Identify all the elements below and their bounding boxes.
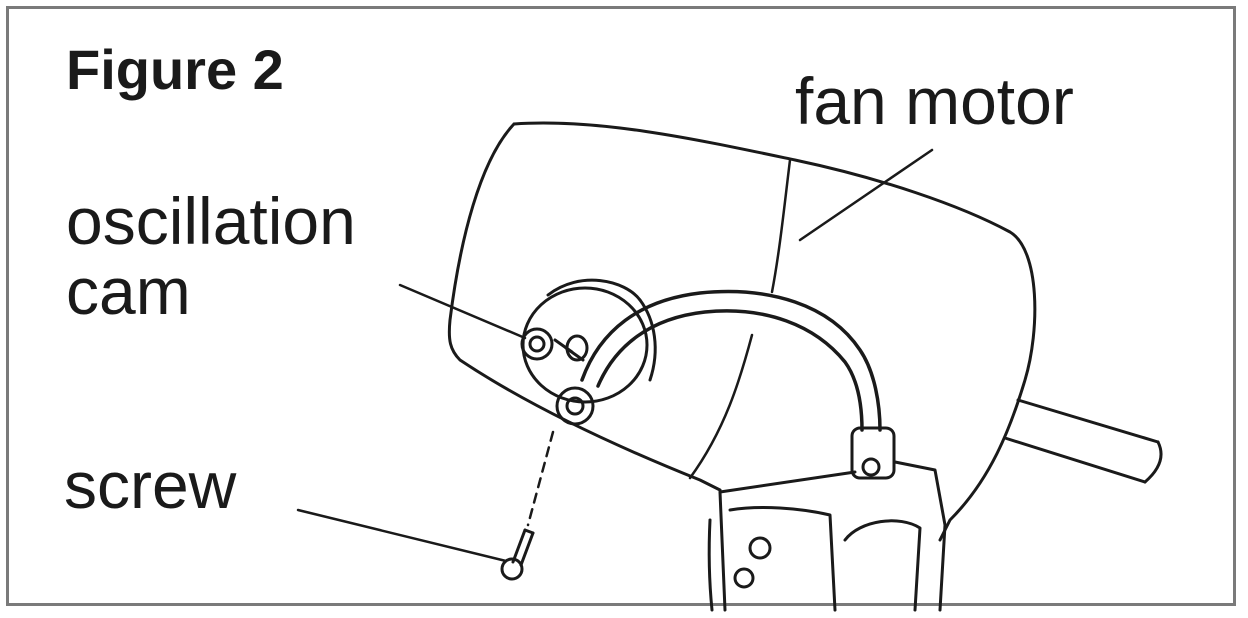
label-oscillation-cam-line2: cam bbox=[66, 254, 191, 328]
screw-leader bbox=[296, 508, 508, 563]
label-fan-motor: fan motor bbox=[795, 64, 1074, 138]
motor-shaft bbox=[1003, 398, 1163, 484]
figure-title: Figure 2 bbox=[66, 38, 284, 101]
screw-part bbox=[500, 528, 535, 581]
label-screw: screw bbox=[64, 448, 237, 522]
linkage-arm bbox=[580, 289, 882, 432]
housing-seam-upper bbox=[770, 158, 792, 294]
label-oscillation-cam-line1: oscillation bbox=[66, 184, 356, 258]
oscillation-cam-leader bbox=[398, 283, 527, 340]
screw-insertion-path bbox=[526, 430, 555, 527]
figure-frame bbox=[6, 6, 1236, 606]
housing-seam-lower bbox=[688, 333, 754, 480]
fan-motor-leader bbox=[798, 148, 934, 242]
bracket bbox=[707, 426, 947, 612]
fan-motor-housing bbox=[447, 121, 1037, 542]
oscillation-cam bbox=[520, 278, 657, 426]
